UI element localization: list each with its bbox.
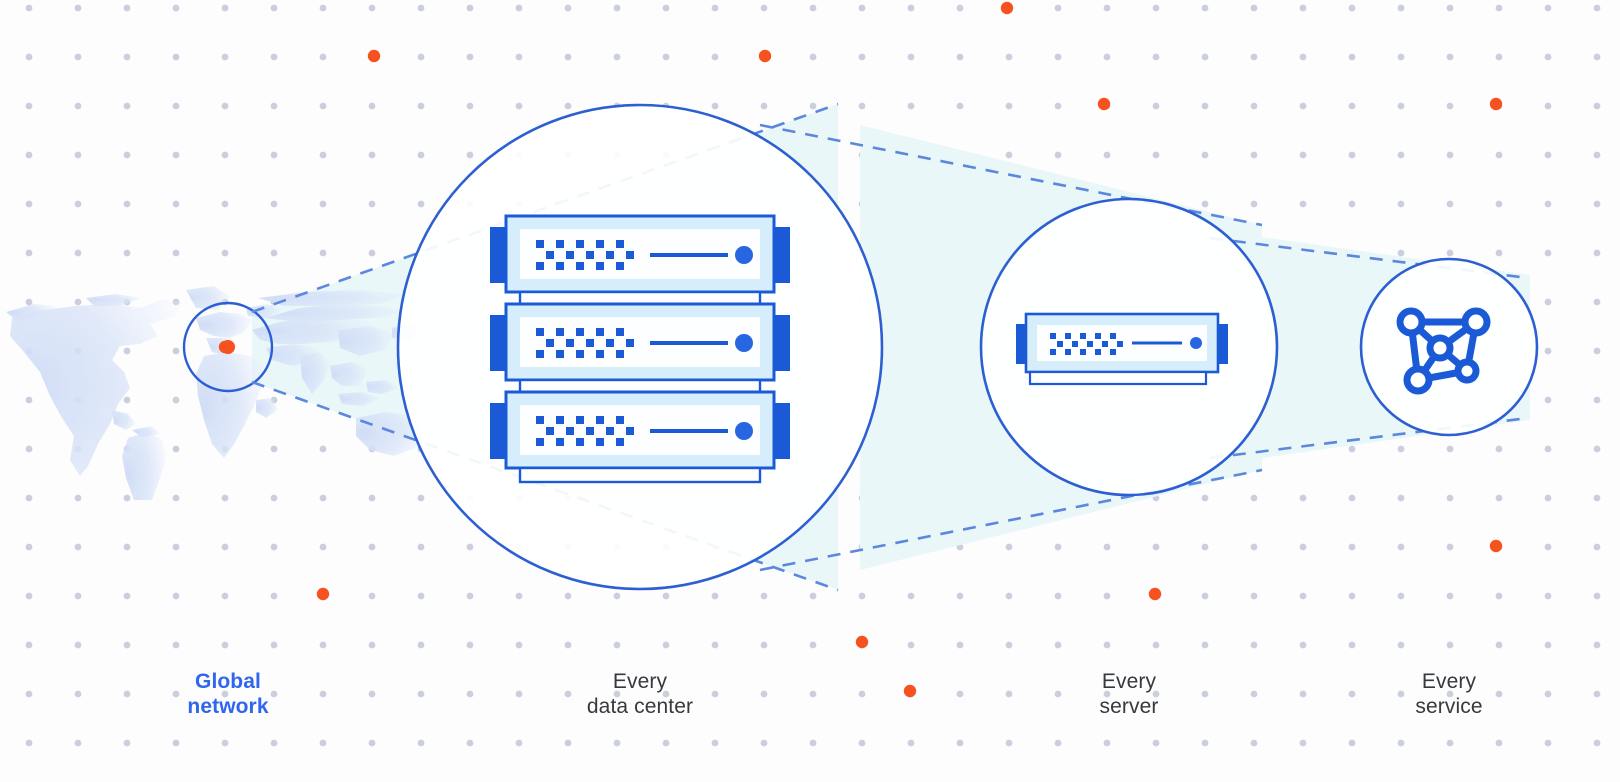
stage-every-server: [979, 197, 1279, 497]
highlight-dot: [758, 49, 772, 63]
label-line-2: network: [187, 695, 269, 718]
stage-every-data-center: [396, 103, 884, 591]
server-indicator-led: [1190, 337, 1202, 349]
label-line-1: Every: [612, 670, 668, 693]
world-map: [6, 286, 420, 500]
label-line-2: data center: [586, 695, 694, 718]
highlight-dot: [1148, 587, 1162, 601]
stage-every-service: [1359, 257, 1539, 437]
network-node-dots: [1396, 307, 1491, 395]
server-rack-unit: [490, 302, 790, 396]
highlight-dot: [316, 587, 330, 601]
global-network-circle: [182, 301, 274, 393]
label-line-1: Every: [1421, 670, 1477, 693]
label-line-2: service: [1415, 695, 1483, 718]
label-line-2: server: [1099, 695, 1159, 718]
server-unit-icon: [1016, 312, 1228, 386]
highlight-dot: [1097, 97, 1111, 111]
label-line-1: Global: [195, 670, 261, 693]
highlight-dot: [218, 340, 232, 354]
label-every-data-center: Every data center: [520, 669, 760, 719]
label-line-1: Every: [1101, 670, 1157, 693]
dash-server-to-service-bottom: [1209, 416, 1529, 460]
label-every-server: Every server: [1029, 669, 1229, 719]
highlight-dot: [1000, 1, 1014, 15]
highlight-dot: [1489, 539, 1503, 553]
server-led-grid: [536, 240, 634, 270]
server-indicator-led: [735, 246, 753, 264]
server-indicator-led: [735, 422, 753, 440]
server-indicator-led: [735, 334, 753, 352]
server-rack-unit: [490, 390, 790, 484]
server-led-grid: [536, 416, 634, 446]
dash-server-to-service-top: [1209, 236, 1529, 280]
label-global-network: Global network: [128, 669, 328, 719]
highlight-dot: [903, 684, 917, 698]
highlight-dots: [218, 1, 1503, 698]
server-led-grid: [536, 328, 634, 358]
server-rack-unit: [490, 214, 790, 308]
highlight-dot: [1489, 97, 1503, 111]
highlight-dot: [367, 49, 381, 63]
server-led-grid: [1050, 333, 1123, 355]
highlight-dot: [855, 635, 869, 649]
label-every-service: Every service: [1349, 669, 1549, 719]
